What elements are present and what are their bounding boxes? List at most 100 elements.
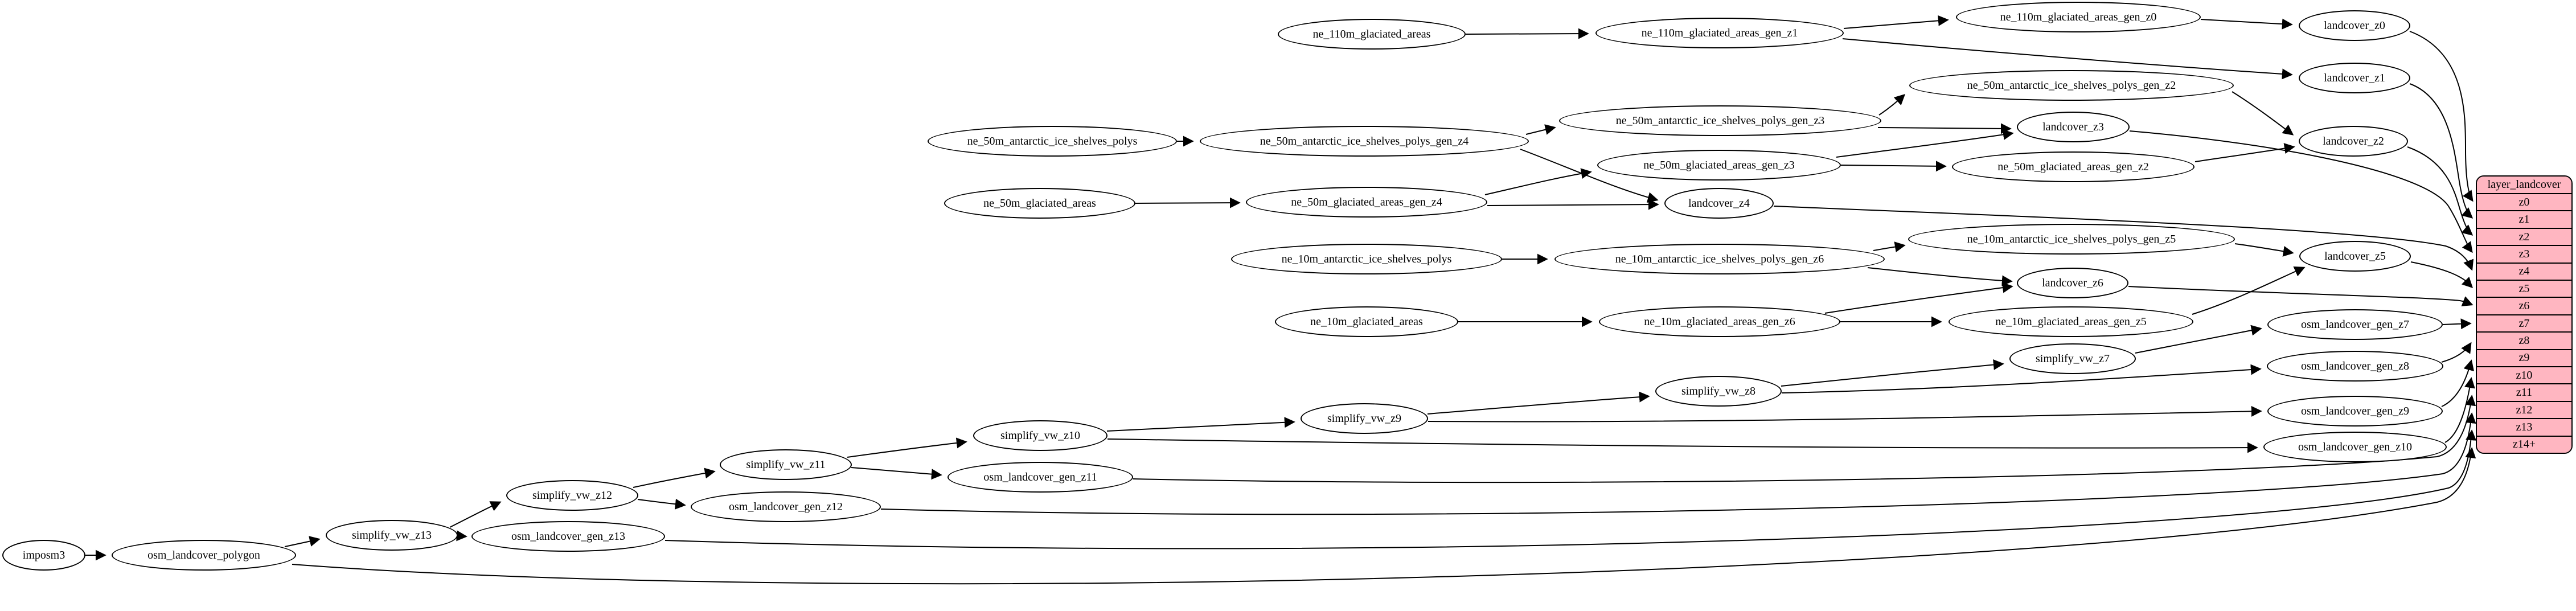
node-simplify-vw-z13: simplify_vw_z13	[326, 520, 458, 551]
node-simplify-vw-z8: simplify_vw_z8	[1655, 376, 1782, 407]
table-row-z10: z10	[2477, 366, 2571, 384]
edge	[1836, 129, 2014, 158]
node-landcover-z2: landcover_z2	[2299, 126, 2408, 157]
edge	[1873, 241, 1906, 253]
edge	[292, 447, 2476, 585]
node-ne-50m-glaciated-areas-gen-z2: ne_50m_glaciated_areas_gen_z2	[1952, 151, 2194, 182]
edge	[284, 536, 321, 547]
edge	[2128, 286, 2474, 306]
node-ne-10m-glaciated-areas-gen-z5: ne_10m_glaciated_areas_gen_z5	[1949, 306, 2193, 337]
edge	[2129, 130, 2473, 253]
node-ne-110m-glaciated-areas: ne_110m_glaciated_areas	[1278, 19, 1466, 50]
layer-landcover-table-title: layer_landcover	[2477, 177, 2571, 193]
node-simplify-vw-z9: simplify_vw_z9	[1301, 403, 1428, 434]
edge	[2135, 325, 2262, 354]
node-simplify-vw-z10: simplify_vw_z10	[973, 420, 1107, 451]
table-row-z4: z4	[2477, 262, 2571, 280]
node-landcover-z4: landcover_z4	[1664, 188, 1774, 219]
edge	[1824, 282, 2013, 314]
node-ne-10m-antarctic-ice-shelves-polys: ne_10m_antarctic_ice_shelves_polys	[1231, 244, 1502, 274]
node-ne-10m-glaciated-areas: ne_10m_glaciated_areas	[1275, 306, 1458, 337]
node-landcover-z1: landcover_z1	[2299, 63, 2410, 93]
edge	[851, 467, 942, 480]
edge	[2409, 31, 2474, 202]
table-row-z3: z3	[2477, 245, 2571, 263]
node-osm-landcover-gen-z7: osm_landcover_gen_z7	[2267, 309, 2443, 340]
node-ne-10m-glaciated-areas-gen-z6: ne_10m_glaciated_areas_gen_z6	[1599, 306, 1840, 337]
table-row-z5: z5	[2477, 280, 2571, 297]
edge	[1877, 123, 2012, 134]
table-row-z7: z7	[2477, 314, 2571, 332]
node-ne-110m-glaciated-areas-gen-z0: ne_110m_glaciated_areas_gen_z0	[1956, 2, 2201, 32]
table-row-z13: z13	[2477, 418, 2571, 436]
table-row-z2: z2	[2477, 227, 2571, 245]
node-ne-10m-antarctic-ice-shelves-polys-gen-z5: ne_10m_antarctic_ice_shelves_polys_gen_z…	[1908, 224, 2235, 255]
edge	[2194, 143, 2295, 162]
node-osm-landcover-gen-z13: osm_landcover_gen_z13	[471, 521, 665, 552]
edge	[2441, 359, 2475, 407]
node-ne-50m-antarctic-ice-shelves-polys-gen-z4: ne_50m_antarctic_ice_shelves_polys_gen_z…	[1200, 126, 1529, 157]
node-osm-landcover-gen-z11: osm_landcover_gen_z11	[947, 462, 1133, 493]
edge	[2442, 318, 2472, 330]
node-simplify-vw-z12: simplify_vw_z12	[506, 480, 638, 511]
edge	[1843, 15, 1949, 29]
edge	[2444, 377, 2475, 443]
edge	[1428, 405, 2262, 423]
node-osm-landcover-gen-z9: osm_landcover_gen_z9	[2267, 396, 2443, 427]
node-ne-10m-antarctic-ice-shelves-polys-gen-z6: ne_10m_antarctic_ice_shelves_polys_gen_z…	[1554, 244, 1885, 274]
node-ne-50m-glaciated-areas-gen-z3: ne_50m_glaciated_areas_gen_z3	[1597, 150, 1841, 181]
edge	[637, 498, 686, 510]
node-ne-50m-antarctic-ice-shelves-polys-gen-z3: ne_50m_antarctic_ice_shelves_polys_gen_z…	[1559, 105, 1881, 136]
node-simplify-vw-z7: simplify_vw_z7	[2009, 343, 2136, 374]
table-row-z11: z11	[2477, 383, 2571, 401]
edge	[2232, 91, 2294, 136]
table-row-z8: z8	[2477, 331, 2571, 349]
node-landcover-z6: landcover_z6	[2017, 268, 2128, 298]
edge	[633, 468, 716, 488]
node-landcover-z0: landcover_z0	[2299, 10, 2410, 41]
node-landcover-z3: landcover_z3	[2017, 112, 2130, 142]
table-row-z9: z9	[2477, 348, 2571, 367]
edge	[1133, 395, 2476, 483]
edge	[1840, 161, 1947, 172]
node-osm-landcover-gen-z10: osm_landcover_gen_z10	[2263, 432, 2447, 462]
edge	[880, 412, 2476, 515]
table-row-z14plus: z14+	[2477, 435, 2571, 453]
edge	[1520, 149, 1659, 203]
node-simplify-vw-z11: simplify_vw_z11	[720, 449, 852, 480]
edge	[1484, 168, 1592, 195]
edge	[1867, 267, 2013, 286]
node-landcover-z5: landcover_z5	[2299, 241, 2411, 272]
node-imposm3: imposm3	[2, 540, 85, 571]
edge	[2410, 261, 2474, 289]
layer-landcover-table: layer_landcover z0 z1 z2 z3 z4 z5 z6 z7 …	[2476, 175, 2573, 454]
edge	[2409, 83, 2474, 219]
edge	[2234, 243, 2294, 257]
node-osm-landcover-gen-z12: osm_landcover_gen_z12	[691, 491, 881, 522]
edge	[2192, 266, 2306, 315]
edge	[2200, 18, 2293, 30]
table-row-z0: z0	[2477, 193, 2571, 211]
edge	[1487, 199, 1659, 210]
table-row-z12: z12	[2477, 400, 2571, 419]
node-ne-50m-antarctic-ice-shelves-polys-gen-z2: ne_50m_antarctic_ice_shelves_polys_gen_z…	[1909, 70, 2234, 101]
edge	[1773, 206, 2474, 271]
edge	[1842, 38, 2293, 80]
edge	[2407, 146, 2474, 236]
edge	[2441, 342, 2472, 363]
edge	[664, 429, 2477, 550]
edge	[1781, 364, 2262, 393]
edge	[847, 437, 967, 458]
edge	[1427, 391, 1650, 415]
node-ne-50m-antarctic-ice-shelves-polys: ne_50m_antarctic_ice_shelves_polys	[928, 126, 1177, 157]
edge	[1525, 124, 1556, 135]
node-ne-110m-glaciated-areas-gen-z1: ne_110m_glaciated_areas_gen_z1	[1595, 18, 1844, 48]
node-osm-landcover-polygon: osm_landcover_polygon	[112, 540, 296, 571]
table-row-z6: z6	[2477, 297, 2571, 314]
table-row-z1: z1	[2477, 210, 2571, 228]
node-ne-50m-glaciated-areas-gen-z4: ne_50m_glaciated_areas_gen_z4	[1246, 187, 1487, 218]
edge	[1781, 359, 2004, 387]
node-osm-landcover-gen-z8: osm_landcover_gen_z8	[2267, 351, 2443, 382]
